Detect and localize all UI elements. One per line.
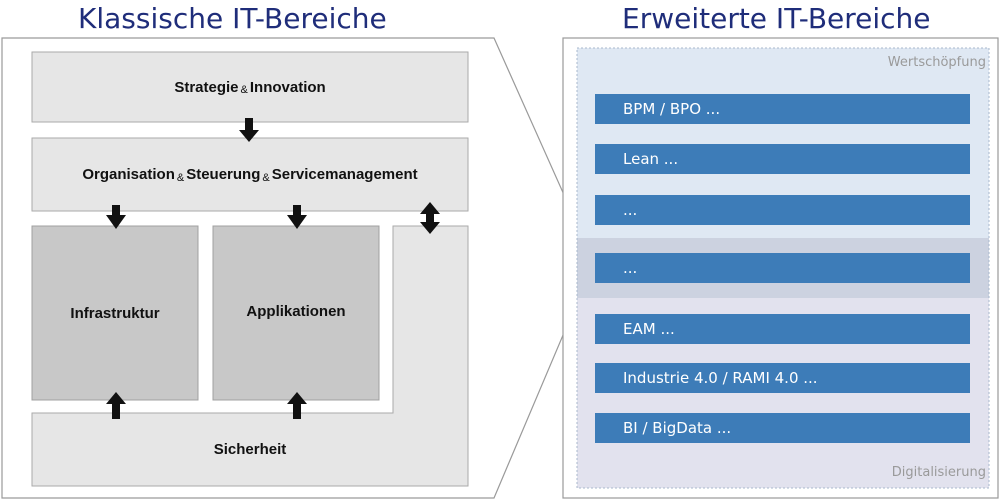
digitalization-label: Digitalisierung <box>891 465 986 480</box>
applications-text: Applikationen <box>246 302 346 320</box>
ampersand: & <box>176 171 185 184</box>
steuerung-text: Steuerung <box>186 166 261 183</box>
extended-item: BPM / BPO ... <box>595 94 970 124</box>
value-creation-label: Wertschöpfung <box>887 55 986 70</box>
bands-dotted-border <box>576 47 990 489</box>
strategy-text: Strategie <box>174 78 239 96</box>
arrow-both-security <box>420 202 440 234</box>
security-text: Sicherheit <box>213 441 287 458</box>
security-label: Sicherheit <box>32 413 468 486</box>
organisation-text: Organisation <box>82 166 175 183</box>
extended-item: ... <box>595 253 970 283</box>
strategy-label: Strategie & Innovation <box>32 52 468 122</box>
extended-item: Industrie 4.0 / RAMI 4.0 ... <box>595 363 970 393</box>
infrastructure-text: Infrastruktur <box>70 304 160 322</box>
arrow-up-applications <box>287 392 307 419</box>
arrow-down-applications <box>287 205 307 229</box>
arrow-down-strategy <box>239 118 259 142</box>
ampersand: & <box>240 84 248 96</box>
infrastructure-box <box>31 225 199 401</box>
left-heading: Klassische IT-Bereiche <box>78 2 387 35</box>
extended-item: Lean ... <box>595 144 970 174</box>
arrow-down-infrastructure <box>106 205 126 229</box>
extended-item: BI / BigData ... <box>595 413 970 443</box>
applications-label: Applikationen <box>213 226 379 396</box>
ampersand: & <box>262 171 270 184</box>
extended-item: ... <box>595 195 970 225</box>
right-heading: Erweiterte IT-Bereiche <box>622 2 931 35</box>
security-box <box>31 225 469 487</box>
servicemanagement-text: Servicemanagement <box>271 166 418 183</box>
strategy-box <box>31 51 469 123</box>
organisation-box <box>31 137 469 212</box>
extended-item: EAM ... <box>595 314 970 344</box>
innovation-text: Innovation <box>249 78 326 96</box>
organisation-label: Organisation & Steuerung & Servicemanage… <box>32 138 468 211</box>
arrow-up-infrastructure <box>106 392 126 419</box>
infrastructure-label: Infrastruktur <box>32 226 198 400</box>
applications-box <box>212 225 380 401</box>
